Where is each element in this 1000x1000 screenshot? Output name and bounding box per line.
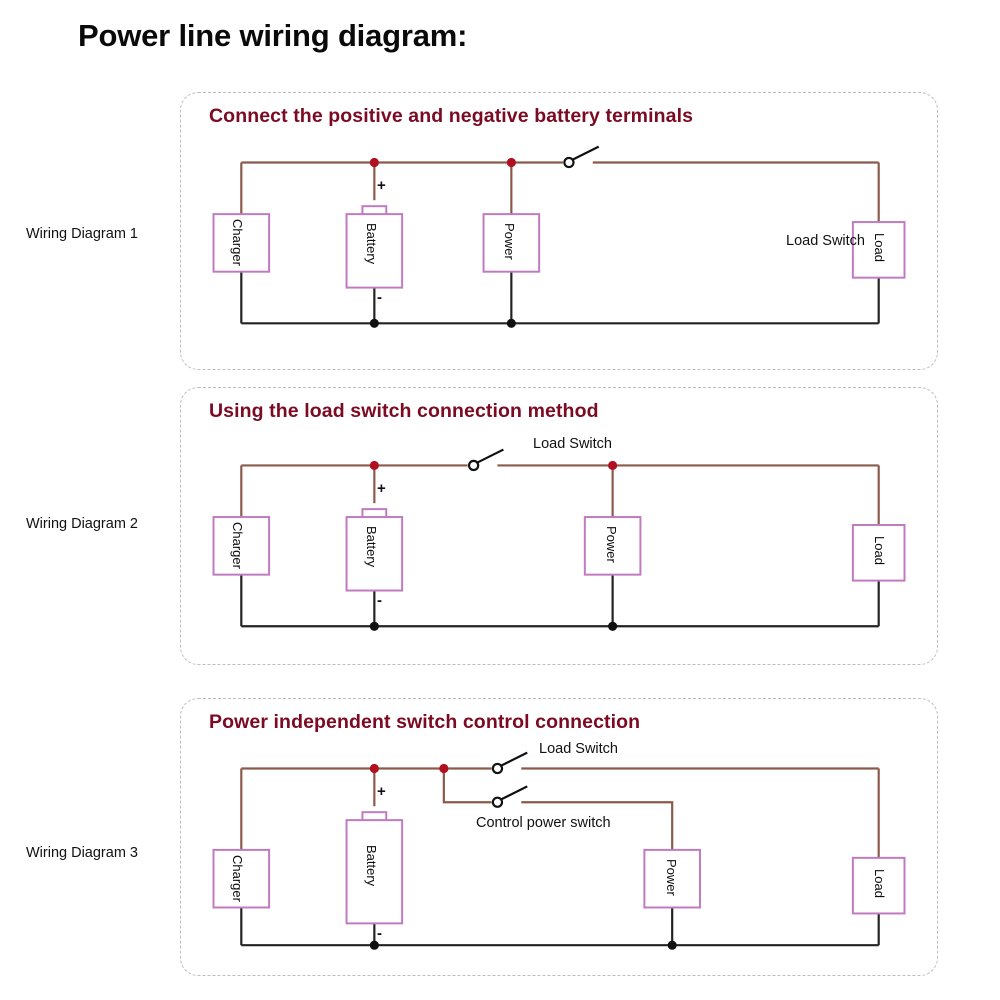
load-switch-label: Load Switch (786, 233, 865, 249)
panel-2-heading: Using the load switch connection method (209, 400, 599, 422)
battery-plus-sign: + (377, 783, 386, 800)
panel-wiring-diagram-3: Power independent switch control connect… (180, 698, 938, 976)
component-box-charger (212, 516, 271, 576)
component-box-load (851, 856, 906, 915)
control-power-switch-symbol (491, 785, 528, 808)
junction-dot-positive (369, 157, 379, 168)
battery-plus-sign: + (377, 480, 386, 497)
junction-dot-negative (608, 621, 618, 631)
junction-dot-negative (369, 621, 379, 631)
positive-rail-group (240, 767, 880, 858)
load-switch-label: Load Switch (539, 741, 618, 757)
component-label-power: Power (604, 526, 619, 563)
component-box-charger (212, 848, 271, 909)
load-switch-symbol (491, 751, 528, 775)
component-label-power: Power (664, 859, 679, 896)
load-switch-label: Load Switch (533, 436, 612, 452)
component-label-power: Power (502, 223, 517, 260)
junction-dot-negative (369, 318, 379, 328)
positive-rail-group (240, 464, 880, 526)
page-title: Power line wiring diagram: (78, 18, 468, 53)
panel-wiring-diagram-2: Using the load switch connection method (180, 387, 938, 665)
junction-dot-negative (667, 940, 677, 950)
negative-rail-group (240, 271, 880, 325)
component-label-load: Load (872, 233, 887, 262)
negative-rail-group (240, 574, 880, 628)
panel-1-schematic (212, 145, 906, 328)
component-box-power (643, 848, 701, 909)
row-label-wiring-diagram-1: Wiring Diagram 1 (26, 226, 138, 242)
component-label-battery: Battery (364, 526, 379, 568)
component-box-charger (212, 213, 271, 273)
component-box-load (851, 524, 906, 582)
panel-3-schematic (212, 751, 906, 950)
positive-rail-group (240, 161, 880, 223)
load-switch-symbol (467, 448, 504, 472)
junction-dot-positive (608, 460, 618, 471)
component-label-load: Load (872, 536, 887, 565)
component-label-charger: Charger (230, 522, 245, 569)
battery-minus-sign: - (377, 289, 382, 306)
load-switch-symbol (563, 145, 600, 169)
panel-1-heading: Connect the positive and negative batter… (209, 105, 694, 127)
component-box-battery (345, 508, 404, 592)
component-label-battery: Battery (364, 845, 379, 887)
junction-dot-negative (369, 940, 379, 950)
panel-2-schematic (212, 448, 906, 631)
component-box-battery (345, 811, 404, 925)
battery-plus-sign: + (377, 177, 386, 194)
row-label-wiring-diagram-2: Wiring Diagram 2 (26, 516, 138, 532)
junction-dot-negative (506, 318, 516, 328)
junction-dot-positive (439, 763, 449, 774)
component-box-load (851, 221, 906, 279)
component-box-battery (345, 205, 404, 289)
control-power-switch-label: Control power switch (476, 815, 611, 831)
junction-dot-positive (369, 460, 379, 471)
component-label-charger: Charger (230, 855, 245, 902)
battery-minus-sign: - (377, 592, 382, 609)
panel-3-heading: Power independent switch control connect… (209, 711, 641, 733)
component-box-power (482, 213, 541, 273)
negative-rail-group (240, 907, 880, 947)
component-label-battery: Battery (364, 223, 379, 265)
component-box-power (583, 516, 642, 576)
panel-wiring-diagram-1: Connect the positive and negative batter… (180, 92, 938, 370)
battery-minus-sign: - (377, 925, 382, 942)
junction-dot-positive (506, 157, 516, 168)
row-label-wiring-diagram-3: Wiring Diagram 3 (26, 845, 138, 861)
component-label-load: Load (872, 869, 887, 898)
component-label-charger: Charger (230, 219, 245, 266)
junction-dot-positive (369, 763, 379, 774)
